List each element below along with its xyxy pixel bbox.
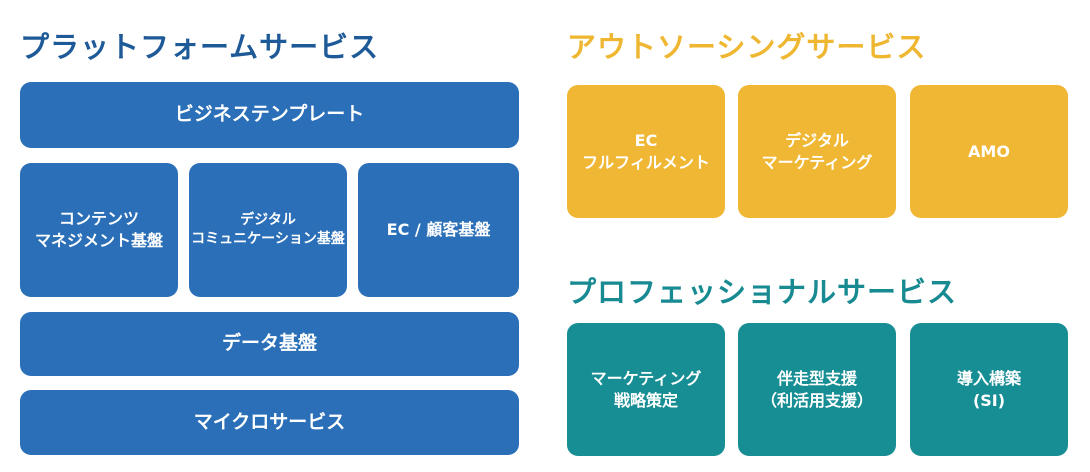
amo-block: AMO — [910, 85, 1068, 218]
microservice-label: マイクロサービス — [193, 410, 346, 433]
data-platform-block: データ基盤 — [20, 312, 519, 376]
content-management-block: コンテンツ マネジメント基盤 — [20, 163, 178, 297]
marketing-strategy-line2: 戦略策定 — [613, 390, 678, 410]
hands-on-support-line1: 伴走型支援 — [776, 368, 857, 388]
content-management-line2: マネジメント基盤 — [34, 231, 163, 250]
digital-communication-line2: コミュニケーション基盤 — [191, 231, 345, 247]
outsourcing-services-title: アウトソーシングサービス — [567, 30, 927, 64]
ec-fulfillment-block: EC フルフィルメント — [567, 85, 725, 218]
ec-customer-label: EC / 顧客基盤 — [386, 220, 491, 240]
ec-customer-block: EC / 顧客基盤 — [358, 163, 519, 297]
marketing-strategy-block: マーケティング 戦略策定 — [567, 323, 725, 456]
digital-communication-line1: デジタル — [240, 212, 296, 229]
digital-marketing-block: デジタル マーケティング — [738, 85, 896, 218]
digital-communication-block: デジタル コミュニケーション基盤 — [189, 163, 347, 297]
microservice-block: マイクロサービス — [20, 390, 519, 455]
business-template-label: ビジネステンプレート — [174, 103, 365, 126]
content-management-line1: コンテンツ — [58, 209, 139, 229]
business-template-block: ビジネステンプレート — [20, 82, 519, 148]
hands-on-support-block: 伴走型支援 （利活用支援） — [738, 323, 896, 456]
platform-services-title: プラットフォームサービス — [20, 30, 380, 64]
marketing-strategy-line1: マーケティング — [590, 368, 702, 388]
ec-fulfillment-line1: EC — [634, 130, 658, 150]
system-integration-block: 導入構築 (SI) — [910, 323, 1068, 456]
digital-marketing-line2: マーケティング — [761, 152, 873, 172]
system-integration-line2: (SI) — [972, 390, 1006, 410]
data-platform-label: データ基盤 — [221, 332, 317, 355]
ec-fulfillment-line2: フルフィルメント — [582, 152, 710, 172]
professional-services-title: プロフェッショナルサービス — [567, 275, 958, 309]
hands-on-support-line2: （利活用支援） — [760, 390, 873, 410]
system-integration-line1: 導入構築 — [956, 368, 1021, 388]
amo-label: AMO — [968, 141, 1010, 161]
digital-marketing-line1: デジタル — [785, 130, 849, 150]
